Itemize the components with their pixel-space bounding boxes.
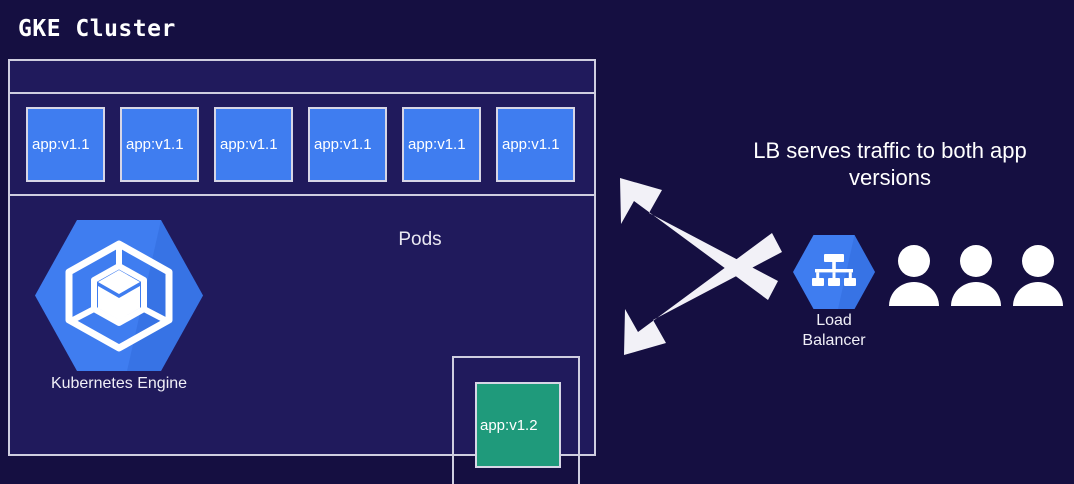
pod-label: app:v1.2 [480,416,538,434]
kubernetes-engine-label: Kubernetes Engine [50,375,188,392]
arrow-to-v11-pods [624,233,782,355]
user-icon-2 [951,245,1001,306]
load-balancer-label-line1: Load [816,312,852,329]
load-balancer-node[interactable]: Load Balancer [788,234,880,351]
pods-v11-row: app:v1.1 app:v1.1 app:v1.1 app:v1.1 app:… [10,94,594,196]
pods-label: Pods [398,229,442,250]
pod-label: app:v1.1 [32,136,90,153]
pod-v12[interactable]: app:v1.2 [475,382,561,468]
pod-v12-group: app:v1.2 [452,356,580,484]
pod-label: app:v1.1 [408,136,466,153]
users-group [888,244,1064,306]
lb-caption: LB serves traffic to both app versions [753,138,1027,190]
pod-label: app:v1.1 [220,136,278,153]
pod-label: app:v1.1 [314,136,372,153]
pod-label: app:v1.1 [502,136,560,153]
load-balancer-hexagon-icon [793,235,875,309]
user-icon-3 [1013,245,1063,306]
pod-v11-5[interactable]: app:v1.1 [402,107,481,182]
pod-v11-3[interactable]: app:v1.1 [214,107,293,182]
user-icon-1 [889,245,939,306]
kubernetes-engine-node[interactable]: Kubernetes Engine [30,218,208,393]
gke-cluster-box: app:v1.1 app:v1.1 app:v1.1 app:v1.1 app:… [8,59,596,484]
pod-v11-1[interactable]: app:v1.1 [26,107,105,182]
load-balancer-label-line2: Balancer [802,332,866,349]
pod-v11-6[interactable]: app:v1.1 [496,107,575,182]
pod-label: app:v1.1 [126,136,184,153]
cluster-body: Pods [10,196,594,484]
arrow-to-v12-pod [620,178,778,300]
pod-v11-2[interactable]: app:v1.1 [120,107,199,182]
pod-v11-4[interactable]: app:v1.1 [308,107,387,182]
page-title: GKE Cluster [18,16,176,42]
load-balancer-label: Load Balancer [788,311,880,351]
kubernetes-engine-hexagon-icon [35,220,203,371]
cluster-header-strip [10,61,594,94]
